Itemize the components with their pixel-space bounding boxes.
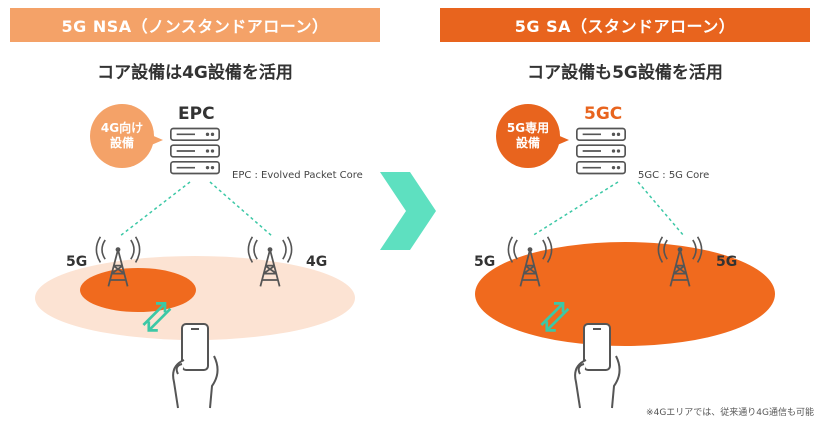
nsa-panel: 5G NSA（ノンスタンドアローン） コア設備は4G設備を活用 EPC EPC … [10, 0, 380, 426]
area-5g [475, 242, 775, 346]
cell-tower-icon [246, 230, 294, 290]
core-note: EPC : Evolved Packet Core [232, 170, 363, 181]
tower-label-5g: 5G [66, 254, 88, 270]
backhaul-line-left [119, 181, 191, 237]
nsa-subtitle: コア設備は4G設備を活用 [97, 63, 293, 83]
cell-tower-icon [94, 230, 142, 290]
equipment-bubble: 4G向け設備 [90, 104, 163, 168]
smartphone-icon [562, 320, 632, 410]
tower-label-5g: 5G [474, 254, 496, 270]
area-5g [80, 268, 196, 312]
equipment-bubble: 5G専用設備 [496, 104, 569, 168]
nsa-diagram [35, 181, 355, 340]
sa-diagram [475, 181, 775, 346]
cell-tower-icon [506, 230, 554, 290]
smartphone-icon [160, 320, 230, 410]
backhaul-line-left [531, 181, 619, 237]
cell-tower-icon [656, 230, 704, 290]
server-icon [170, 126, 220, 176]
server-name: EPC [178, 104, 215, 124]
nsa-header: 5G NSA（ノンスタンドアローン） [10, 8, 380, 42]
backhaul-line-right [209, 181, 273, 237]
backhaul-line-right [637, 181, 685, 237]
server-name: 5GC [584, 104, 623, 124]
transition-arrow-icon [380, 172, 436, 250]
sa-header: 5G SA（スタンドアローン） [440, 8, 810, 42]
sa-subtitle: コア設備も5G設備を活用 [527, 63, 723, 83]
server-icon [576, 126, 626, 176]
tower-label-5g: 5G [716, 254, 738, 270]
tower-label-4g: 4G [306, 254, 328, 270]
sa-panel: 5G SA（スタンドアローン） コア設備も5G設備を活用 5GC 5GC : 5… [440, 0, 810, 426]
core-note: 5GC : 5G Core [638, 170, 710, 181]
footnote: ※4Gエリアでは、従来通り4G通信も可能 [646, 408, 814, 418]
